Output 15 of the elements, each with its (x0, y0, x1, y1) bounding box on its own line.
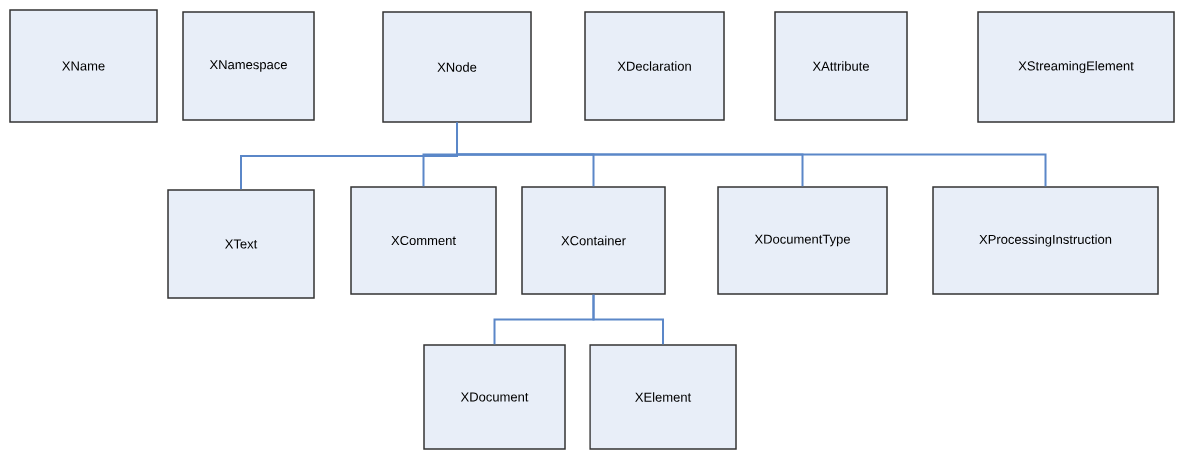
class-box: XNode (382, 11, 532, 123)
class-box: XComment (350, 186, 497, 295)
class-box: XDeclaration (584, 11, 725, 121)
class-box: XContainer (521, 186, 666, 295)
class-box: XDocument (423, 344, 566, 450)
class-box: XProcessingInstruction (932, 186, 1159, 295)
class-box: XName (9, 9, 158, 123)
class-box: XElement (589, 344, 737, 450)
class-box: XAttribute (774, 11, 908, 121)
connector-line (592, 293, 664, 346)
connector-line (456, 121, 1047, 188)
class-box: XDocumentType (717, 186, 888, 295)
class-box: XText (167, 189, 315, 299)
class-box: XStreamingElement (977, 11, 1175, 123)
class-box: XNamespace (182, 11, 315, 121)
